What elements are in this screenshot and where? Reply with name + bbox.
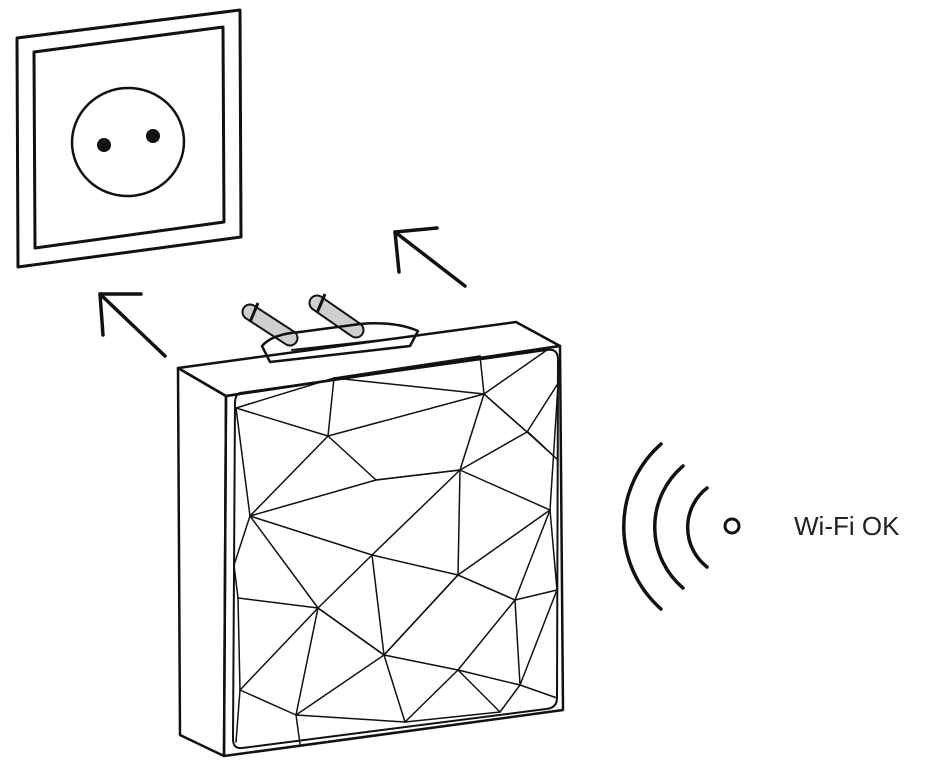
plug-icon	[241, 293, 420, 364]
wifi-signal-icon	[622, 442, 709, 611]
power-outlet-icon	[15, 8, 243, 269]
arrow-up-left-icon	[393, 226, 467, 288]
smart-device	[176, 320, 565, 758]
arrow-up-left-icon	[98, 292, 167, 358]
outlet-hole-right	[146, 129, 160, 143]
outlet-hole-left	[97, 138, 111, 152]
facet-pattern	[233, 349, 559, 745]
status-led-icon	[723, 517, 741, 535]
wifi-status-label: Wi-Fi OK	[794, 511, 900, 541]
